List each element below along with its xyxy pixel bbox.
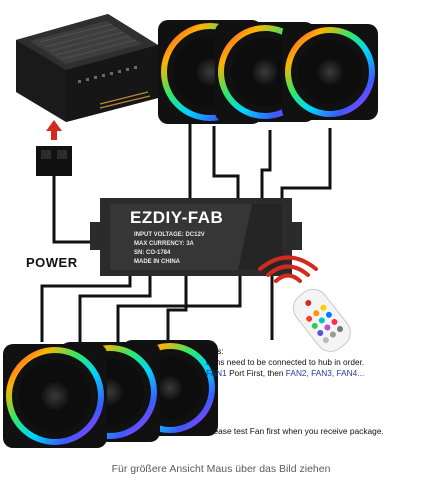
cables xyxy=(40,122,332,342)
wireless-signal-icon xyxy=(258,255,318,283)
hub-brand-label: EZDIY-FAB xyxy=(130,208,224,227)
tips-block: Tips: Fans need to be connected to hub i… xyxy=(206,346,438,379)
test-note: Please test Fan first when you receive p… xyxy=(206,426,384,436)
hub-spec-max-current: MAX CURRENCY: 3A xyxy=(134,241,194,247)
power-supply xyxy=(16,14,158,122)
tips-line-2: FAN1 Port First, then FAN2, FAN3, FAN4..… xyxy=(206,368,438,379)
tips-fan-order: FAN2, FAN3, FAN4... xyxy=(285,368,365,378)
tips-line-1: Fans need to be connected to hub in orde… xyxy=(206,357,365,367)
hover-zoom-caption: Für größere Ansicht Maus über das Bild z… xyxy=(111,463,331,475)
bottom-fans xyxy=(3,340,218,448)
tips-then: Port First, then xyxy=(226,368,286,378)
tips-fan1: FAN1 xyxy=(206,368,227,378)
top-fans xyxy=(158,20,378,124)
red-arrow-icon xyxy=(46,120,62,140)
product-illustration xyxy=(3,14,378,448)
tips-heading: Tips: xyxy=(206,346,224,356)
remote-control xyxy=(292,288,351,352)
hub-spec-serial: SN: CO-1784 xyxy=(134,250,171,256)
product-image[interactable]: POWER EZDIY-FAB INPUT VOLTAGE: DC12V MAX… xyxy=(0,0,442,470)
power-connector xyxy=(36,146,72,176)
power-label: POWER xyxy=(26,255,78,270)
hub-spec-input-voltage: INPUT VOLTAGE: DC12V xyxy=(134,232,205,238)
hub-spec-origin: MADE IN CHINA xyxy=(134,259,180,265)
controller-hub xyxy=(90,198,302,276)
